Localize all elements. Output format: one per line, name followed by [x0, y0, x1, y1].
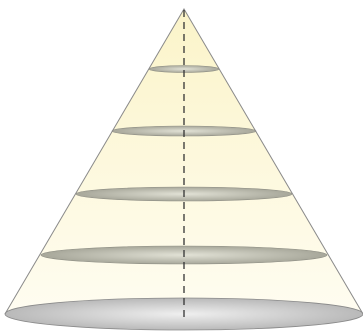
cone-diagram [0, 0, 363, 331]
